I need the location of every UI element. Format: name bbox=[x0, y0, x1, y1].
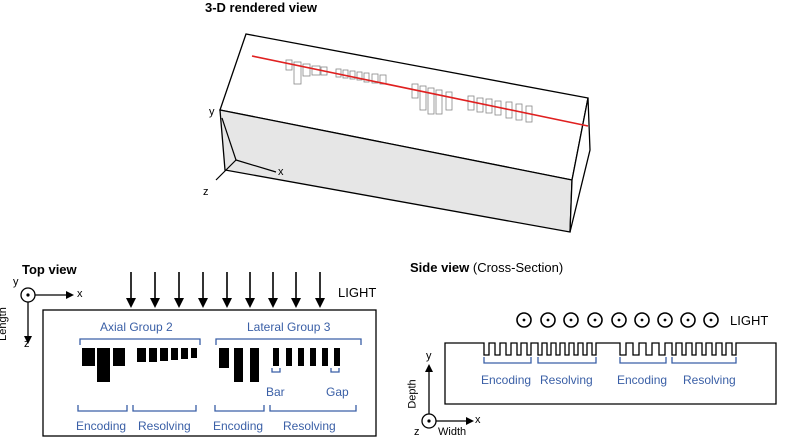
side-light-label: LIGHT bbox=[730, 313, 769, 328]
laser-line bbox=[251, 55, 589, 127]
top-encoding-left: Encoding bbox=[76, 419, 127, 433]
top-light-label: LIGHT bbox=[338, 285, 377, 300]
side-axis-x: x bbox=[475, 414, 481, 426]
side-view-title-suffix: (Cross-Section) bbox=[472, 260, 564, 275]
top-encoding-right: Encoding bbox=[213, 419, 264, 433]
side-view-title: Side view (Cross-Section) bbox=[410, 260, 563, 275]
top-resolving-right: Resolving bbox=[283, 419, 336, 433]
side-view-title-bold: Side view bbox=[410, 260, 470, 275]
rendered-axis-z: z bbox=[203, 186, 209, 198]
rendered-axis-y: y bbox=[209, 106, 215, 118]
rendered-view-axes bbox=[215, 117, 277, 181]
side-axis-y: y bbox=[426, 350, 432, 362]
side-encoding-2: Encoding bbox=[617, 373, 668, 387]
top-axis-symbol bbox=[20, 287, 66, 336]
axial-group-label: Axial Group 2 bbox=[100, 320, 173, 334]
side-width-label: Width bbox=[438, 426, 467, 438]
axial-group-bars bbox=[82, 348, 197, 382]
side-encoding-1: Encoding bbox=[481, 373, 532, 387]
side-depth-label: Depth bbox=[406, 379, 419, 409]
side-axis-symbol bbox=[421, 370, 466, 429]
top-view-title: Top view bbox=[22, 262, 77, 277]
top-axis-x: x bbox=[77, 288, 83, 300]
top-resolving-left: Resolving bbox=[138, 419, 191, 433]
rendered-view-title: 3-D rendered view bbox=[205, 0, 317, 15]
bar-label: Bar bbox=[266, 385, 285, 399]
side-resolving-2: Resolving bbox=[683, 373, 736, 387]
side-axis-z: z bbox=[414, 426, 420, 438]
lateral-group-bars bbox=[219, 348, 340, 382]
lateral-group-label: Lateral Group 3 bbox=[247, 320, 331, 334]
gap-label: Gap bbox=[326, 385, 349, 399]
top-axis-y: y bbox=[13, 276, 19, 288]
side-resolving-1: Resolving bbox=[540, 373, 593, 387]
top-light-arrows bbox=[130, 272, 321, 300]
top-view-box bbox=[42, 309, 377, 437]
rendered-axis-x: x bbox=[278, 166, 284, 178]
side-light-circles bbox=[516, 312, 719, 328]
top-axis-z: z bbox=[24, 338, 30, 350]
side-profile bbox=[444, 342, 777, 405]
